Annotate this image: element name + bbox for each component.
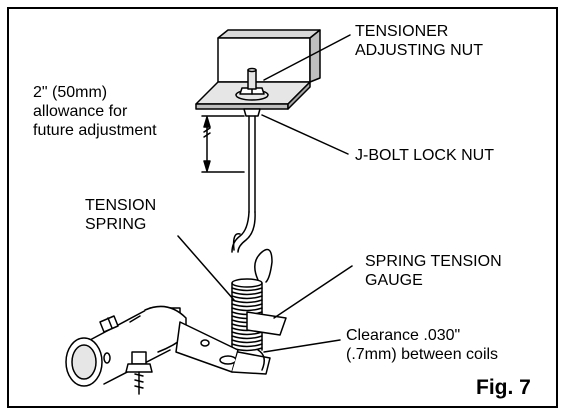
leader-lines <box>177 34 353 353</box>
allowance-dimension <box>201 115 245 173</box>
pipe-assembly <box>65 305 271 395</box>
j-bolt <box>231 115 256 253</box>
spring-hook-loop <box>232 233 273 283</box>
spring-tension-gauge <box>246 311 287 336</box>
label-spring-tension-gauge: SPRING TENSION GAUGE <box>365 253 502 289</box>
tensioner-adjusting-nut <box>235 67 269 101</box>
label-tension-spring: TENSION SPRING <box>85 197 157 233</box>
label-j-bolt-lock-nut: J-BOLT LOCK NUT <box>355 147 494 164</box>
figure-label: Fig. 7 <box>476 376 531 399</box>
label-tensioner-adjusting-nut: TENSIONER ADJUSTING NUT <box>355 23 483 59</box>
label-clearance: Clearance .030" (.7mm) between coils <box>346 327 499 363</box>
label-allowance: 2" (50mm) allowance for future adjustmen… <box>33 84 157 139</box>
j-bolt-lock-nut <box>243 108 261 117</box>
